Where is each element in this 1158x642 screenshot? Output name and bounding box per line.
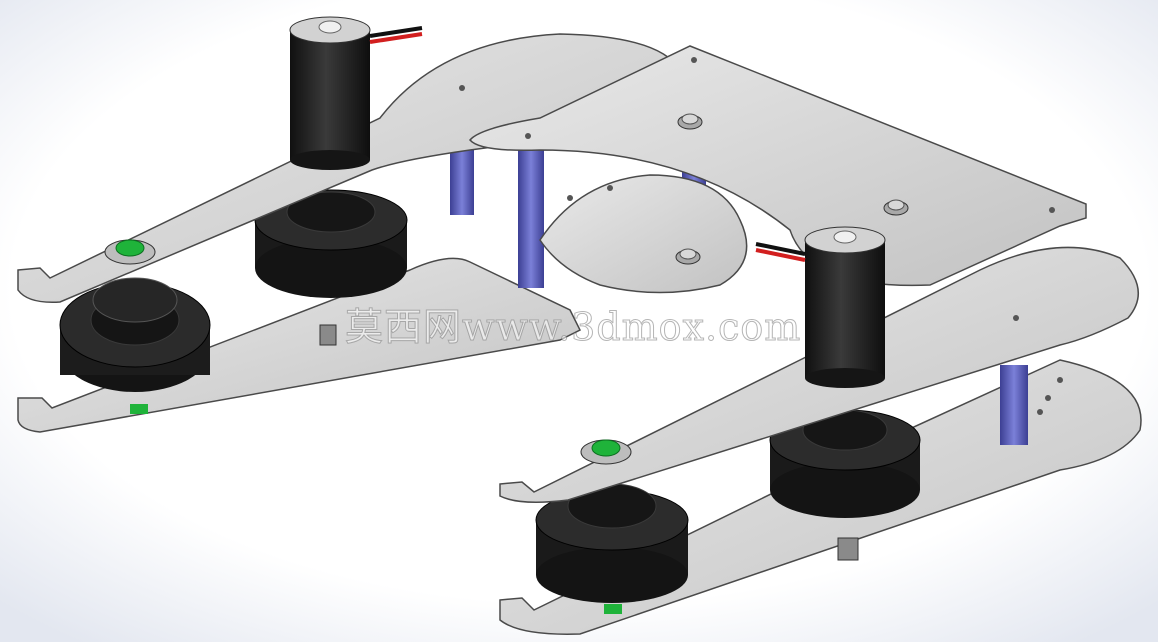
nut-right-bottom — [604, 604, 622, 614]
pulley-left-rear — [254, 189, 408, 298]
wire-red-left — [369, 32, 423, 44]
dc-motor-right — [755, 226, 886, 388]
wire-red-right — [755, 248, 806, 262]
bolt-center-3 — [675, 248, 701, 265]
green-cap-left — [104, 239, 156, 265]
hole-center-4 — [607, 185, 613, 191]
standoff-right-1 — [1000, 365, 1028, 445]
standoff-left-1 — [450, 150, 474, 215]
pulley-left-front — [59, 277, 211, 392]
nut-left-bottom — [130, 404, 148, 414]
wire-black-left — [369, 26, 423, 38]
hole-center-1 — [691, 57, 697, 63]
hole-right-3 — [1045, 395, 1051, 401]
hole-center-3 — [1049, 207, 1055, 213]
hole-right-4 — [1037, 409, 1043, 415]
green-cap-right — [580, 439, 632, 465]
standoff-left-2 — [518, 150, 544, 288]
dc-motor-left — [289, 16, 423, 170]
hole-right-2 — [1057, 377, 1063, 383]
wire-black-right — [755, 242, 806, 256]
hole-center-2 — [525, 133, 531, 139]
hole-left-1 — [459, 85, 465, 91]
bolt-right-bottom — [837, 537, 859, 561]
hole-center-5 — [567, 195, 573, 201]
bolt-center-2 — [883, 199, 909, 216]
bolt-left-bottom — [319, 324, 337, 346]
bolt-center-1 — [677, 113, 703, 130]
hole-right-1 — [1013, 315, 1019, 321]
pulley-right-front — [535, 483, 689, 603]
center-bridge-plate — [469, 45, 1087, 287]
